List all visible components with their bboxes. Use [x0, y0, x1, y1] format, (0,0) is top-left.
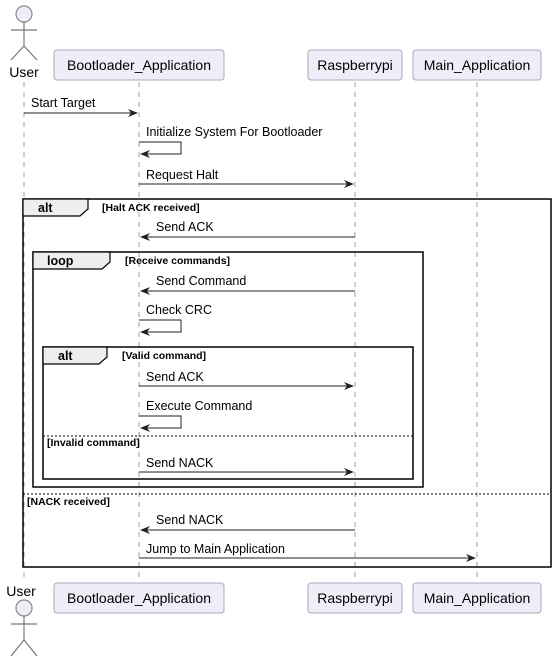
alt-inner-keyword: alt: [58, 349, 73, 363]
svg-text:Main_Application: Main_Application: [424, 57, 531, 73]
message-start-target: Start Target: [31, 96, 96, 110]
user-actor-bottom: User: [6, 583, 38, 657]
user-label-bottom: User: [6, 583, 36, 599]
message-request-halt: Request Halt: [146, 168, 219, 182]
alt-inner-else-guard: [Invalid command]: [47, 437, 140, 449]
alt-outer-keyword: alt: [38, 201, 53, 215]
alt-outer-else-guard: [NACK received]: [27, 496, 110, 508]
message-jump-main: Jump to Main Application: [146, 542, 285, 556]
svg-text:Raspberrypi: Raspberrypi: [317, 57, 392, 73]
user-actor-top: User: [9, 5, 39, 80]
raspberrypi-participant-top: Raspberrypi: [307, 49, 403, 81]
svg-text:Bootloader_Application: Bootloader_Application: [67, 57, 211, 73]
bootloader-participant-top: Bootloader_Application: [53, 49, 225, 81]
arrow-execute-command: [139, 415, 182, 432]
message-check-crc: Check CRC: [146, 303, 212, 317]
alt-fragment-outer: [22, 198, 552, 568]
arrow-check-crc: [139, 319, 182, 336]
user-label-top: User: [9, 64, 39, 80]
arrow-initialize-system: [139, 141, 182, 158]
message-send-nack-1: Send NACK: [146, 456, 214, 470]
alt-fragment-inner: [42, 346, 414, 480]
svg-text:Raspberrypi: Raspberrypi: [317, 590, 392, 606]
message-send-ack-1: Send ACK: [156, 220, 214, 234]
message-send-command: Send Command: [156, 274, 246, 288]
loop-keyword: loop: [47, 254, 74, 268]
bootloader-participant-bottom: Bootloader_Application: [53, 582, 225, 614]
main-participant-bottom: Main_Application: [412, 582, 542, 614]
alt-inner-guard: [Valid command]: [122, 350, 206, 362]
alt-outer-tab: [22, 198, 89, 217]
message-initialize-system: Initialize System For Bootloader: [146, 125, 322, 139]
loop-guard: [Receive commands]: [125, 255, 230, 267]
message-execute-command: Execute Command: [146, 399, 252, 413]
alt-inner-tab: [42, 346, 108, 365]
message-send-nack-2: Send NACK: [156, 513, 224, 527]
svg-text:Main_Application: Main_Application: [424, 590, 531, 606]
raspberrypi-participant-bottom: Raspberrypi: [307, 582, 403, 614]
alt-outer-guard: [Halt ACK received]: [102, 202, 200, 214]
loop-fragment: [32, 251, 424, 488]
svg-text:Bootloader_Application: Bootloader_Application: [67, 590, 211, 606]
main-participant-top: Main_Application: [412, 49, 542, 81]
message-send-ack-2: Send ACK: [146, 370, 204, 384]
loop-tab: [32, 251, 111, 270]
